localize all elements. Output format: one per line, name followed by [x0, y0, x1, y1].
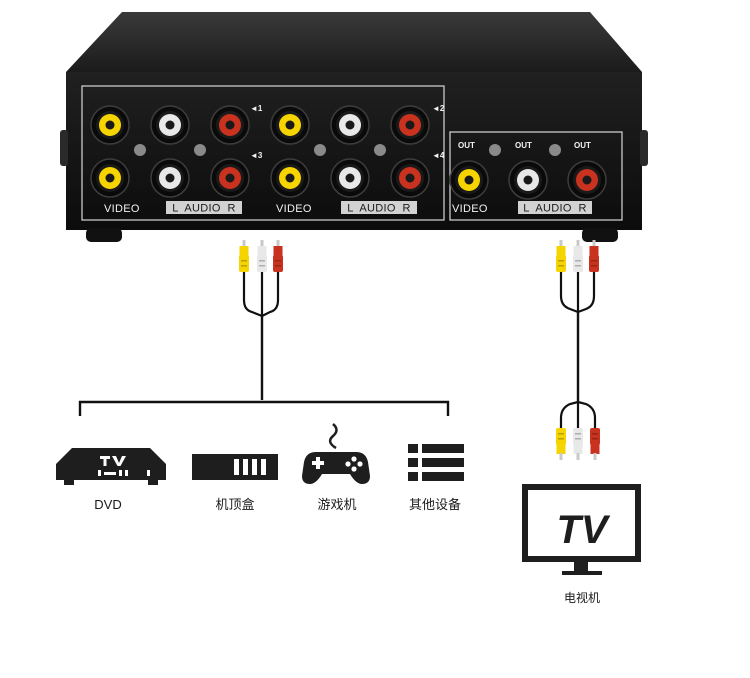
device-label-dvd: DVD — [94, 497, 121, 512]
rca-jack — [390, 105, 430, 145]
input-device-bracket — [78, 400, 450, 416]
av-switch-box: ◄1 ◄2 ◄3 ◄4 VIDEO L AUDIO R VIDEO L AUDI… — [60, 12, 648, 242]
rca-plug — [556, 428, 566, 460]
out-label-audio-l: OUT — [515, 141, 532, 150]
video-label-inputs-2-4: VIDEO — [276, 203, 312, 215]
audio-label-inputs-2-4: L AUDIO R — [347, 203, 410, 215]
rca-plug — [257, 240, 267, 272]
indicator-led — [134, 144, 146, 156]
input-number-2: ◄2 — [432, 104, 445, 113]
rca-jack — [330, 105, 370, 145]
rca-jack — [150, 158, 190, 198]
rca-jack — [90, 105, 130, 145]
rca-plug — [273, 240, 283, 272]
rca-plug — [239, 240, 249, 272]
input-number-1: ◄1 — [250, 104, 263, 113]
rca-plug — [573, 428, 583, 460]
rca-plugs-tv-end — [556, 428, 600, 460]
indicator-led — [489, 144, 501, 156]
box-foot-right — [582, 228, 618, 242]
box-side-left — [60, 130, 68, 166]
indicator-led — [314, 144, 326, 156]
rca-plug — [590, 428, 600, 460]
rca-plugs-input-cable — [239, 240, 283, 272]
input-panel-frame — [81, 85, 445, 221]
device-label-game-console: 游戏机 — [317, 497, 356, 512]
input-number-3: ◄3 — [250, 151, 263, 160]
rca-jacks — [90, 105, 607, 200]
box-side-right — [640, 130, 648, 166]
indicator-led — [194, 144, 206, 156]
out-label-audio-r: OUT — [574, 141, 591, 150]
output-cable-wires-top — [559, 272, 596, 314]
rca-jack — [210, 105, 250, 145]
rca-plugs-output-cable — [556, 240, 599, 272]
box-top-face — [66, 12, 642, 72]
output-cable-wires-bottom — [559, 400, 597, 428]
rca-jack — [508, 160, 548, 200]
video-label-output: VIDEO — [452, 203, 488, 215]
source-devices: DVD 机顶盒 游戏机 其他设备 — [56, 423, 464, 512]
rca-jack — [449, 160, 489, 200]
dvd-tv-box-icon — [56, 448, 166, 485]
tv-screen-text: TV — [556, 508, 610, 552]
rca-jack — [90, 158, 130, 198]
rca-jack — [270, 105, 310, 145]
set-top-box-icon — [192, 454, 278, 480]
output-cable — [556, 240, 600, 460]
box-foot-left — [86, 228, 122, 242]
audio-label-plate-1-3 — [166, 201, 242, 214]
rca-jack — [150, 105, 190, 145]
input-cable-wires — [242, 272, 280, 318]
audio-label-plate-output — [518, 201, 592, 214]
rca-plug — [573, 240, 583, 272]
audio-label-output: L AUDIO R — [523, 203, 586, 215]
rca-jack — [567, 160, 607, 200]
rca-jack — [330, 158, 370, 198]
input-cable — [78, 240, 450, 416]
tv-label: 电视机 — [564, 590, 600, 605]
device-label-set-top-box: 机顶盒 — [215, 497, 254, 512]
audio-label-inputs-1-3: L AUDIO R — [172, 203, 235, 215]
rca-jack — [270, 158, 310, 198]
game-controller-icon — [302, 423, 370, 484]
input-number-4: ◄4 — [432, 151, 445, 160]
audio-label-plate-2-4 — [341, 201, 417, 214]
indicator-led — [549, 144, 561, 156]
indicator-led — [374, 144, 386, 156]
list-icon — [408, 444, 464, 481]
rca-jack — [210, 158, 250, 198]
rca-jack — [390, 158, 430, 198]
video-label-inputs-1-3: VIDEO — [104, 203, 140, 215]
device-label-other-devices: 其他设备 — [409, 497, 461, 512]
tv-monitor-icon: TV — [522, 484, 641, 575]
rca-plug — [589, 240, 599, 272]
out-label-video: OUT — [458, 141, 475, 150]
rca-plug — [556, 240, 566, 272]
